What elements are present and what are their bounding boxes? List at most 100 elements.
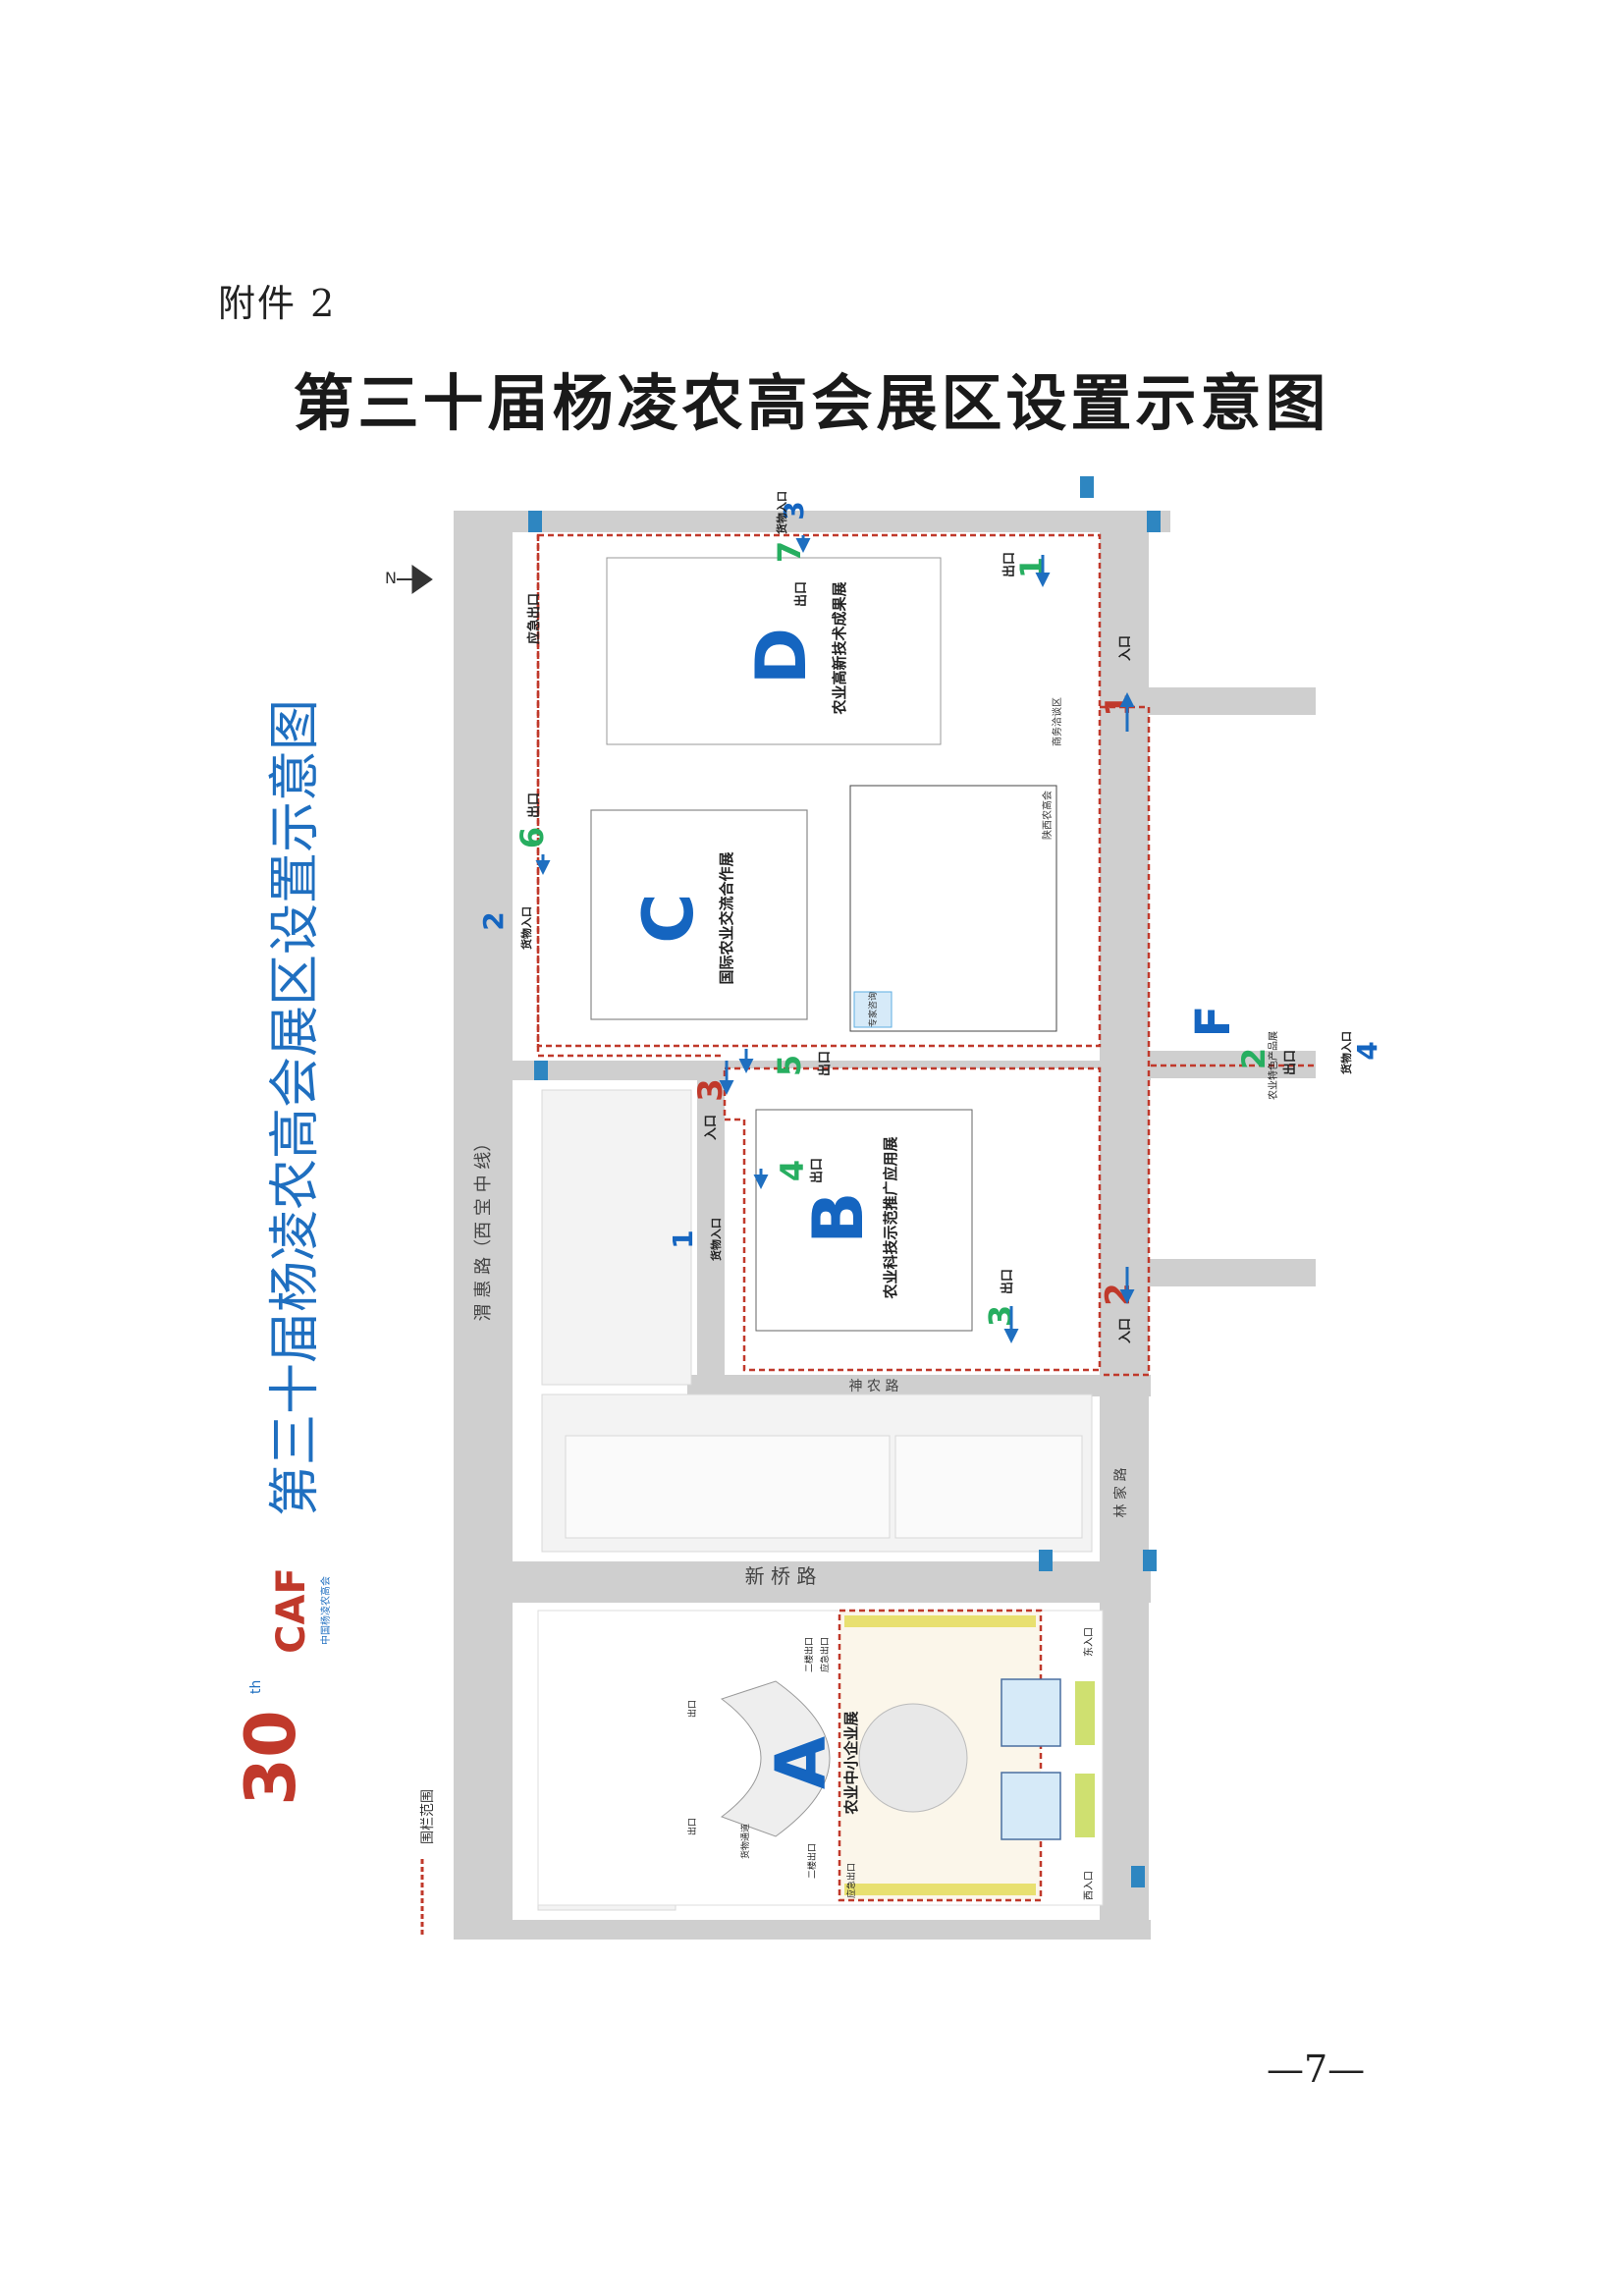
zone-f-letter: F [1186, 1006, 1241, 1038]
label-shaanxi: 陕西农高会 [1041, 791, 1054, 840]
label-a-out-2: 出口 [686, 1818, 698, 1835]
zone-b: B 农业科技示范推广应用展 [723, 1066, 1102, 1372]
sign-2 [1080, 476, 1094, 498]
emergency-exit-label: 应急出口 [526, 593, 542, 644]
zone-c-letter: C [628, 893, 709, 943]
sign-3 [1147, 511, 1161, 532]
map-rotated-title: 第三十届杨凌农高会展区设置示意图 [266, 699, 325, 1516]
legend: 围栏范围 [419, 1789, 436, 1935]
out-5-number: 5 [771, 1055, 808, 1076]
road-xinqiao [513, 1561, 1151, 1603]
block-inner-2 [894, 1435, 1083, 1539]
zone-f-name: 农业特色产品展 [1267, 1031, 1279, 1100]
label-east-in: 东入口 [1082, 1627, 1095, 1657]
out-3-label: 出口 [1000, 1269, 1015, 1294]
zone-a-arc [720, 1680, 831, 1837]
out-1-label: 出口 [1001, 552, 1017, 577]
logo-brand-sub: 中国杨凌农高会 [319, 1576, 332, 1645]
label-a-emergency-2: 应急出口 [845, 1863, 857, 1898]
sign-4 [534, 1061, 548, 1080]
signboards [528, 476, 1161, 1887]
goods-4-label: 货物入口 [1339, 1031, 1353, 1075]
out-7-label: 出口 [793, 581, 809, 607]
zone-d-block [849, 785, 1057, 1032]
in-1-label: 入口 [1118, 635, 1133, 661]
in-3-number: 3 [691, 1078, 730, 1102]
road-name-shennong: 神 农 路 [849, 1379, 899, 1394]
out-6-label: 出口 [526, 793, 542, 818]
zone-b-name: 农业科技示范推广应用展 [882, 1136, 899, 1299]
zone-a-name: 农业中小企业展 [842, 1711, 860, 1815]
goods-3-number: 3 [778, 501, 810, 519]
out-6-number: 6 [514, 827, 551, 848]
logo-superscript: th [248, 1680, 264, 1694]
fence-east [1100, 705, 1151, 1377]
zone-d-hall [606, 557, 942, 745]
page-title: 第三十届杨凌农高会展区设置示意图 [293, 367, 1330, 439]
north-arrow: N [385, 565, 433, 594]
attachment-label: 附件 2 [218, 282, 337, 325]
expert-box [853, 991, 893, 1028]
goods-3-label: 货物入口 [775, 491, 788, 535]
road-name-linjia: 林 家 路 [1112, 1468, 1129, 1518]
zone-c-hall [590, 809, 808, 1020]
zone-a-green-top [844, 1615, 1036, 1627]
label-a-out-1: 出口 [686, 1700, 698, 1718]
in-2-number: 2 [1099, 1283, 1138, 1306]
road-south [454, 1920, 1151, 1940]
out-2-number: 2 [1235, 1048, 1272, 1069]
out-2-label: 出口 [1282, 1050, 1298, 1075]
logo-brand: CAF [269, 1567, 314, 1654]
logo-number: 30 [231, 1710, 311, 1805]
road-shennong [687, 1375, 1151, 1396]
zone-a-circle [858, 1703, 968, 1813]
road-weihui [454, 511, 513, 1940]
out-3-number: 3 [982, 1305, 1019, 1327]
zone-a-green-2 [1075, 1774, 1095, 1837]
zone-d-letter: D [741, 628, 822, 684]
in-2-label: 入口 [1118, 1318, 1133, 1343]
zone-c-name: 国际农业交流合作展 [718, 851, 735, 984]
label-a-second-out-2: 二楼出口 [806, 1843, 818, 1879]
label-a-emergency-1: 应急出口 [819, 1637, 831, 1672]
road-east [1100, 511, 1149, 1940]
page-number: —7— [1267, 2048, 1366, 2091]
road-name-xinqiao: 新 桥 路 [745, 1564, 817, 1588]
outer-fence [536, 535, 1316, 1377]
zone-a-hall-2 [1001, 1772, 1061, 1840]
goods-4-number: 4 [1351, 1041, 1383, 1060]
zone-c: C 国际农业交流合作展 [590, 809, 808, 1020]
out-4-label: 出口 [809, 1158, 825, 1183]
sign-1 [528, 511, 542, 532]
goods-1-label: 货物入口 [709, 1218, 723, 1262]
road-names: 渭 惠 路（西 宝 中 线） 新 桥 路 神 农 路 林 家 路 [473, 1134, 1129, 1588]
zone-b-letter: B [798, 1191, 879, 1243]
legend-label: 围栏范围 [419, 1789, 436, 1844]
zone-b-hall [755, 1109, 973, 1332]
north-label: N [385, 569, 397, 587]
zone-a-letter: A [761, 1736, 841, 1789]
road-branch-1 [1149, 687, 1316, 715]
out-4-number: 4 [774, 1160, 811, 1181]
label-business: 商务洽谈区 [1051, 697, 1063, 746]
goods-2-number: 2 [477, 911, 510, 930]
label-expert: 专家咨询 [867, 992, 879, 1027]
fence-west [536, 535, 725, 1058]
sign-5 [1039, 1550, 1053, 1571]
block-inner-1 [565, 1435, 891, 1539]
in-3-label: 入口 [704, 1115, 719, 1140]
caf-logo: 30 th CAF 中国杨凌农高会 [231, 1567, 332, 1806]
gate-arrows [535, 535, 1135, 1343]
zone-f: F 农业特色产品展 [1186, 1006, 1279, 1100]
label-a-second-out-1: 二楼出口 [803, 1637, 815, 1672]
out-1-number: 1 [1013, 557, 1051, 578]
road-b-west [697, 1070, 725, 1390]
in-1-number: 1 [1099, 693, 1138, 717]
sign-7 [1131, 1866, 1145, 1887]
sign-6 [1143, 1550, 1157, 1571]
zone-a: A 农业中小企业展 东入口 西入口 二楼出口 应急出口 二楼出口 应急出口 货物… [537, 1609, 1104, 1906]
goods-1-number: 1 [667, 1230, 699, 1248]
label-west-in: 西入口 [1084, 1871, 1095, 1900]
label-a-goods: 货物通道 [739, 1824, 751, 1859]
